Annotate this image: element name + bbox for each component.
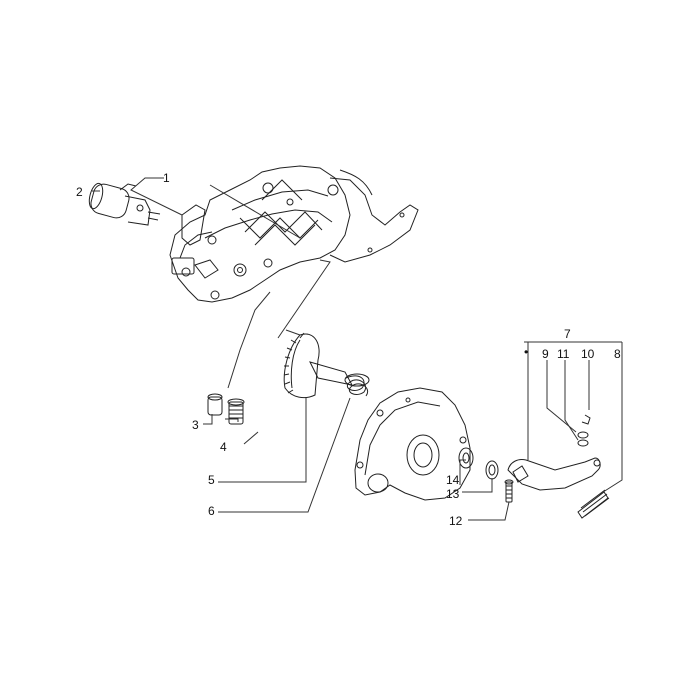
- starter-motor-part: [87, 182, 160, 225]
- callout-1: 1: [163, 171, 170, 185]
- callout-4: 4: [220, 440, 227, 454]
- callout-8: 8: [614, 347, 621, 361]
- lever-grip-part: [578, 490, 609, 518]
- return-spring-part: [345, 374, 369, 396]
- callout-2: 2: [76, 185, 83, 199]
- transmission-cover-part: [355, 388, 470, 500]
- pinion-gear-part: [228, 399, 244, 424]
- callout-14: 14: [446, 473, 460, 487]
- callout-11: 11: [557, 347, 570, 361]
- callout-13: 13: [446, 487, 460, 501]
- kickstart-lever-part: [508, 415, 600, 490]
- oil-seal-part: [459, 448, 473, 468]
- washer-part: [486, 461, 498, 479]
- callout-3: 3: [192, 418, 199, 432]
- callout-9: 9: [542, 347, 549, 361]
- callout-12: 12: [449, 514, 463, 528]
- callout-5: 5: [208, 473, 215, 487]
- callout-6: 6: [208, 504, 215, 518]
- callout-bullet: •: [524, 345, 529, 359]
- callout-10: 10: [581, 347, 595, 361]
- leader-lines: [92, 177, 623, 521]
- bushing-part: [208, 394, 222, 415]
- screw-part: [505, 480, 513, 502]
- kickstart-sector-part: [284, 333, 352, 398]
- callout-7: 7: [564, 327, 571, 341]
- crankcase-part: [170, 166, 418, 302]
